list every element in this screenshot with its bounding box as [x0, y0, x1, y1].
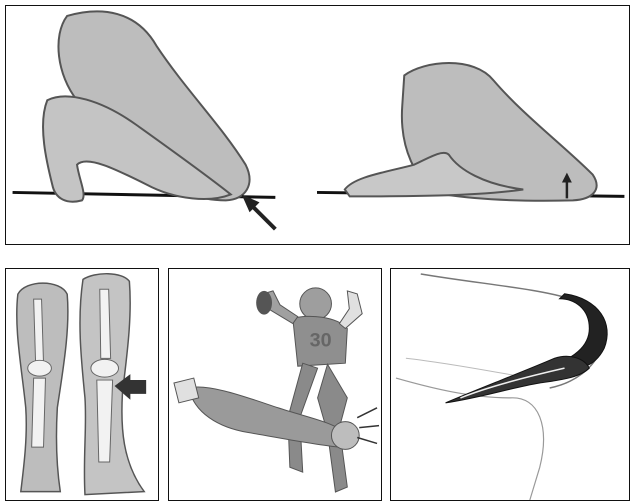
knee-joint-front [91, 359, 119, 377]
football-tackle-illustration: 30 [169, 269, 381, 500]
tackler-foot [174, 378, 199, 403]
arm-right [339, 291, 362, 329]
femur-back [34, 299, 44, 363]
impact-lines-icon [357, 408, 379, 444]
football-tackle-panel: 30 [168, 268, 382, 501]
ligament-tear-illustration [391, 269, 629, 500]
jersey-number: 30 [310, 329, 332, 351]
arrow-icon [251, 204, 276, 229]
cartilage-line [406, 358, 530, 378]
football [256, 291, 272, 315]
leg-bones-illustration [6, 269, 158, 500]
tackler-helmet [331, 422, 359, 450]
ligament-tear-panel [390, 268, 630, 501]
knee-joint-back [28, 360, 52, 376]
knee-impact-panel [5, 5, 630, 245]
femur-front [100, 289, 111, 358]
helmet [300, 288, 332, 320]
tibia-front [97, 380, 113, 462]
knee-bones-panel [5, 268, 159, 501]
tibia-back [32, 378, 46, 447]
knee-impact-illustration [6, 6, 629, 244]
